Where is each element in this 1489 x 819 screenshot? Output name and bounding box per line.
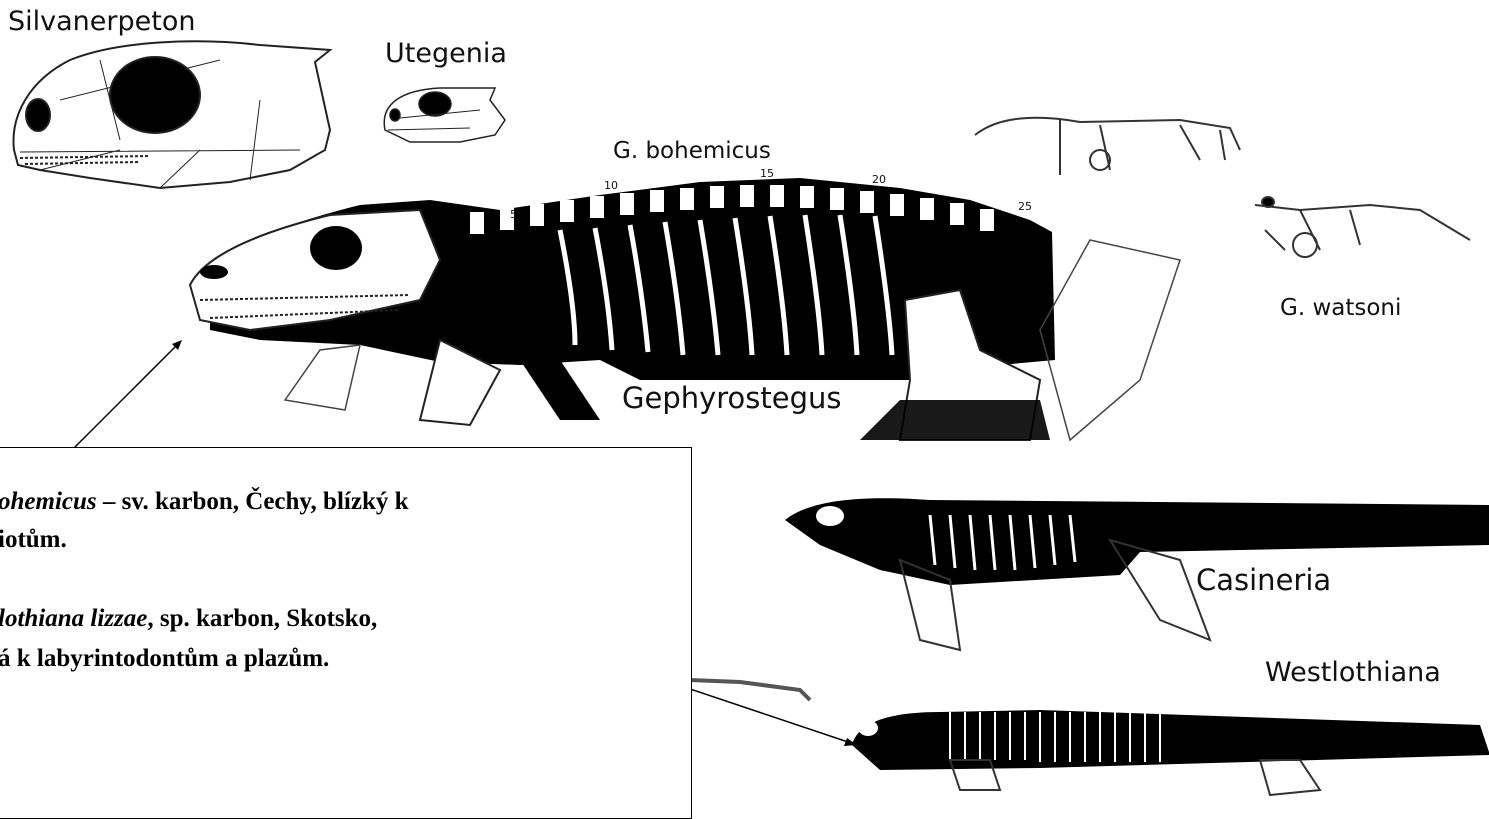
tick-20: 20 (872, 173, 886, 186)
westlothiana-skeleton (852, 710, 1489, 795)
label-silvanerpeton: Silvanerpeton (8, 6, 195, 37)
caption-line-2: iotům. (0, 526, 67, 554)
tick-25: 25 (1018, 200, 1032, 213)
label-casineria: Casineria (1196, 563, 1331, 597)
silvanerpeton-skull (13, 41, 330, 188)
caption-line-3-italic: lothiana lizzae (0, 605, 147, 632)
label-westlothiana: Westlothiana (1265, 657, 1441, 688)
caption-line-1: ohemicus – sv. karbon, Čechy, blízký k (0, 488, 409, 516)
tail-fragment (690, 680, 810, 700)
tick-10: 10 (604, 179, 618, 192)
label-utegenia: Utegenia (385, 38, 507, 69)
caption-line-1-italic: ohemicus (0, 488, 97, 515)
caption-line-3: lothiana lizzae, sp. karbon, Skotsko, (0, 605, 377, 633)
label-g-bohemicus: G. bohemicus (613, 138, 771, 164)
tick-5: 5 (510, 208, 517, 221)
casineria-skeleton (785, 498, 1489, 650)
caption-line-4: á k labyrintodontům a plazům. (0, 645, 329, 673)
utegenia-skull (384, 88, 505, 142)
caption-line-3-rest: , sp. karbon, Skotsko, (147, 605, 377, 632)
label-gephyrostegus: Gephyrostegus (622, 381, 842, 415)
tick-15: 15 (760, 167, 774, 180)
caption-line-1-rest: – sv. karbon, Čechy, blízký k (97, 488, 409, 515)
label-g-watsoni: G. watsoni (1280, 295, 1401, 321)
